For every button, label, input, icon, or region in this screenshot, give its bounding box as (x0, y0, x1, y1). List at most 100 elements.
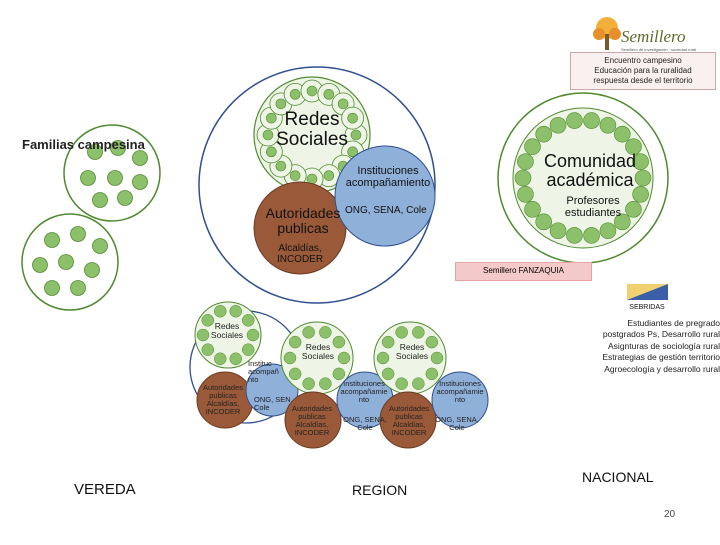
family-dot (87, 144, 103, 160)
familias-label: Familias campesina (22, 137, 145, 152)
academic-dot (524, 201, 541, 218)
cluster3-dot (425, 367, 439, 381)
family-dot (58, 254, 74, 270)
encuentro-line-2: Educación para la ruralidad (594, 66, 692, 75)
cluster2-dot (302, 377, 315, 390)
network-dot (275, 98, 287, 110)
academic-dot (524, 138, 541, 155)
network-dot (275, 160, 287, 172)
academic-dot (514, 169, 532, 187)
family-dot (132, 150, 148, 166)
cluster3-dot (412, 326, 425, 339)
family-dot (117, 190, 133, 206)
network-dot (337, 98, 349, 110)
cluster3-aut-label: Autoridades publicas Alcaldías, INCODER (388, 404, 430, 437)
cluster3-dot (381, 335, 395, 349)
cluster3-dot (395, 326, 408, 339)
cluster3-dot (412, 377, 425, 390)
academic-dot (613, 125, 631, 143)
cluster3-inst-label: Instituciones acompañamie nto (436, 379, 484, 404)
cluster1-inst (245, 363, 299, 417)
cluster1-inst-label: Instituc acompañ nto (248, 359, 279, 384)
cluster2-dot (337, 351, 351, 365)
alcaldias-label: Alcaldías, INCODER (276, 243, 324, 265)
network-dot (289, 170, 301, 181)
academic-dot (535, 125, 553, 143)
cluster3-dot (430, 351, 444, 365)
family-dot (44, 232, 60, 248)
cluster1-ong-label: ONG, SEN Cole (254, 395, 291, 412)
encuentro-line-3: respuesta desde el territorio (593, 76, 693, 85)
family-dot (84, 262, 100, 278)
cluster3-dot (381, 367, 395, 381)
cluster2-dot (332, 335, 346, 349)
cluster1-redes-label: Redes Sociales (210, 321, 244, 340)
cluster1-dot (246, 328, 260, 342)
network-dot (347, 112, 358, 124)
academic-dot (634, 169, 652, 187)
vereda-label: VEREDA (74, 481, 136, 498)
cluster1-dot (201, 314, 215, 327)
nacional-line-3: Asignturas de sociología rural (608, 340, 720, 351)
academic-dot (632, 153, 649, 170)
cluster2-dot (302, 326, 315, 339)
nacional-line-4: Estrategias de gestión territorio (602, 352, 720, 363)
cluster2-aut-label: Autoridades publicas Alcaldías, INCODER (291, 404, 333, 437)
cluster2-ong-label: ONG, SENA, Cole (343, 415, 387, 432)
cluster1-dot (229, 304, 242, 318)
semillero-bar: Semillero FANZAQUIA (455, 262, 592, 281)
academic-dot (613, 213, 631, 231)
encuentro-line-1: Encuentro campesino (604, 56, 682, 65)
cluster1-dot (201, 343, 215, 356)
academic-dot (535, 213, 553, 231)
cluster2-dot (283, 351, 297, 365)
cluster2-dot (332, 367, 346, 381)
cluster3-inst (431, 371, 489, 429)
cluster1-dot (214, 304, 227, 318)
cluster1-dot (196, 328, 210, 342)
instituciones-label: Instituciones acompañamiento (345, 165, 431, 189)
nacional-description: Estudiantes de pregrado postgrados Ps, D… (586, 318, 720, 375)
semillero-logo: Semillero Semillero de investigación · s… (585, 14, 705, 54)
cluster1-aut-label: Autoridades publicas Alcaldías, INCODER (202, 383, 244, 416)
academic-dot (549, 116, 567, 134)
sebridas-logo: SEBRIDAS (625, 282, 670, 312)
academic-dot (517, 153, 534, 170)
cluster3-ong-label: ONG, SENA, Cole (435, 415, 479, 432)
academic-dot (599, 222, 617, 240)
cluster2-inst-label: Instituciones acompañamie nto (340, 379, 388, 404)
encuentro-box: Encuentro campesino Educación para la ru… (570, 52, 716, 90)
network-dot (350, 129, 362, 141)
academic-dot (566, 112, 583, 129)
network-dot (323, 89, 335, 100)
cluster3-dot (395, 377, 408, 390)
family-dot (70, 280, 86, 296)
family-dot (92, 238, 108, 254)
ong-label: ONG, SENA, Cole (345, 205, 427, 216)
cluster1-dot (214, 352, 227, 366)
sebridas-logo-icon: SEBRIDAS (627, 284, 668, 311)
family-dot (32, 257, 48, 273)
cluster3-aut (379, 391, 437, 449)
sebridas-text: SEBRIDAS (629, 304, 665, 311)
tree-logo-icon: Semillero Semillero de investigación · s… (593, 17, 696, 52)
academic-dot (583, 112, 600, 129)
profesores-label: Profesores estudiantes (564, 195, 622, 219)
family-dot (70, 226, 86, 242)
family-dot (92, 192, 108, 208)
academic-dot (517, 186, 534, 203)
cluster1-dot (241, 343, 255, 356)
network-dot (266, 112, 277, 124)
family-dot (132, 174, 148, 190)
academic-dot (599, 116, 617, 134)
nacional-label: NACIONAL (582, 469, 654, 485)
cluster3-dot (425, 335, 439, 349)
academic-dot (583, 227, 600, 244)
autoridades-label: Autoridades publicas (265, 205, 341, 236)
family-dot (107, 170, 123, 186)
academic-dot (625, 138, 642, 155)
logo-name: Semillero (621, 27, 686, 46)
region-label: REGION (352, 482, 408, 498)
